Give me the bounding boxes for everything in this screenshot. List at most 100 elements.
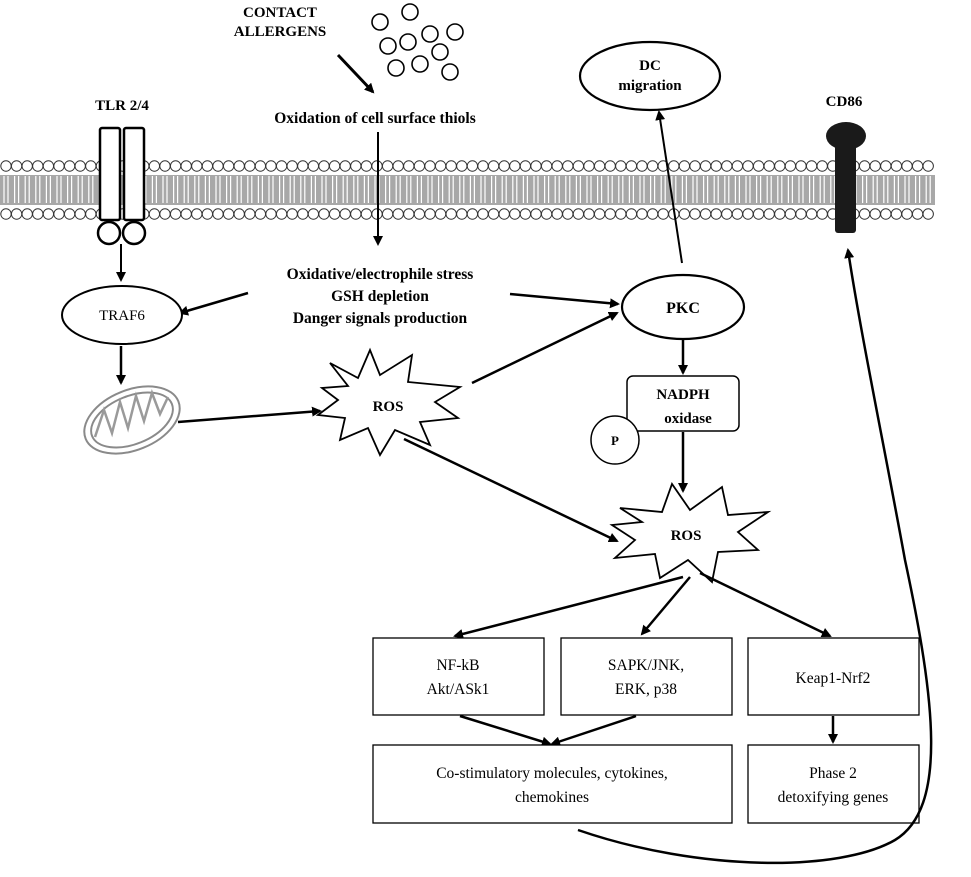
lipid-head — [477, 208, 489, 220]
lipid-head — [360, 208, 373, 220]
dc-migration-node — [578, 40, 722, 112]
lipid-head — [392, 160, 404, 172]
lipid-tail — [300, 176, 306, 203]
lipid-tail — [14, 176, 20, 203]
nfkb-box — [372, 637, 545, 716]
lipid-head — [774, 208, 786, 220]
lipid-head — [710, 208, 722, 220]
lipid-tail — [448, 176, 454, 203]
lipid-head — [350, 208, 362, 220]
lipid-head — [392, 208, 404, 220]
lipid-head — [403, 208, 415, 220]
phase2-box — [747, 744, 920, 824]
lipid-head — [858, 160, 871, 172]
lipid-head — [763, 160, 775, 172]
stress-traf6-arrow — [178, 291, 249, 316]
lipid-tail — [522, 176, 528, 203]
lipid-head — [53, 208, 65, 220]
lipid-tail — [777, 176, 783, 203]
lipid-head — [32, 208, 44, 220]
lipid-head — [159, 208, 171, 220]
nfkb-costim-arrow — [459, 714, 552, 747]
lipid-tail — [809, 176, 815, 203]
nfkb-label-2: Akt/ASk1 — [427, 681, 490, 698]
phospho-label: P — [611, 433, 619, 448]
lipid-tail — [45, 176, 51, 203]
lipid-head — [297, 160, 309, 172]
lipid-head — [222, 160, 235, 172]
lipid-tail — [544, 176, 550, 203]
lipid-head — [668, 160, 680, 172]
lipid-tail — [268, 176, 274, 203]
lipid-head — [922, 160, 934, 172]
lipid-head — [85, 160, 97, 172]
lipid-head — [307, 208, 320, 220]
lipid-head — [275, 208, 288, 220]
lipid-head — [381, 208, 394, 220]
nadph-label-1: NADPH — [656, 387, 710, 403]
lipid-head — [413, 208, 426, 220]
contact-allergens-label-1: CONTACT — [243, 5, 317, 21]
lipid-head — [562, 208, 574, 220]
lipid-head — [890, 208, 903, 220]
lipid-head — [32, 160, 44, 172]
lipid-head — [795, 160, 807, 172]
lipid-head — [477, 160, 489, 172]
contact-allergens-label-2: ALLERGENS — [234, 24, 327, 40]
lipid-head — [413, 160, 426, 172]
lipid-head — [498, 160, 510, 172]
ros-ros-arrow — [403, 437, 619, 543]
ros-pkc-arrow — [471, 311, 619, 385]
lipid-head — [233, 208, 245, 220]
tlr-label: TLR 2/4 — [95, 98, 149, 114]
lipid-head — [445, 160, 457, 172]
costim-box — [372, 744, 733, 824]
lipid-head — [689, 208, 701, 220]
lipid-tail — [618, 176, 624, 203]
lipid-head — [466, 208, 479, 220]
lipid-head — [424, 160, 436, 172]
lipid-tail — [332, 176, 338, 203]
keap-box — [747, 637, 920, 716]
lipid-head — [10, 160, 23, 172]
lipid-head — [191, 160, 203, 172]
lipid-head — [350, 160, 362, 172]
lipid-tail — [639, 176, 645, 203]
tlr-receptor — [96, 126, 147, 246]
lipid-tail — [501, 176, 507, 203]
ros-sapk-arrow — [640, 576, 691, 636]
lipid-tail — [925, 176, 931, 203]
lipid-head — [604, 208, 616, 220]
lipid-tail — [756, 176, 762, 203]
lipid-tail — [798, 176, 804, 203]
lipid-tail — [385, 176, 391, 203]
lipid-tail — [204, 176, 210, 203]
lipid-head — [583, 160, 595, 172]
traf6-node — [61, 285, 183, 345]
lipid-tail — [904, 176, 910, 203]
phase2-label-2: detoxifying genes — [778, 789, 889, 806]
lipid-head — [699, 160, 712, 172]
lipid-head — [328, 208, 341, 220]
lipid-head — [318, 160, 330, 172]
lipid-head — [795, 208, 807, 220]
stress-pkc-arrow — [509, 292, 620, 309]
lipid-head — [466, 160, 479, 172]
lipid-tail — [321, 176, 327, 203]
nadph-oxidase-node — [626, 375, 740, 432]
lipid-head — [244, 208, 256, 220]
ros-keap-arrow — [699, 571, 832, 638]
lipid-head — [922, 208, 934, 220]
lipid-head — [562, 160, 574, 172]
lipid-head — [233, 160, 245, 172]
lipid-head — [604, 160, 616, 172]
lipid-head — [456, 208, 468, 220]
lipid-head — [911, 160, 924, 172]
lipid-head — [731, 208, 744, 220]
lipid-head — [816, 208, 828, 220]
lipid-tail — [724, 176, 730, 203]
costim-label-1: Co-stimulatory molecules, cytokines, — [436, 765, 668, 782]
lipid-head — [63, 160, 76, 172]
lipid-head — [710, 160, 722, 172]
